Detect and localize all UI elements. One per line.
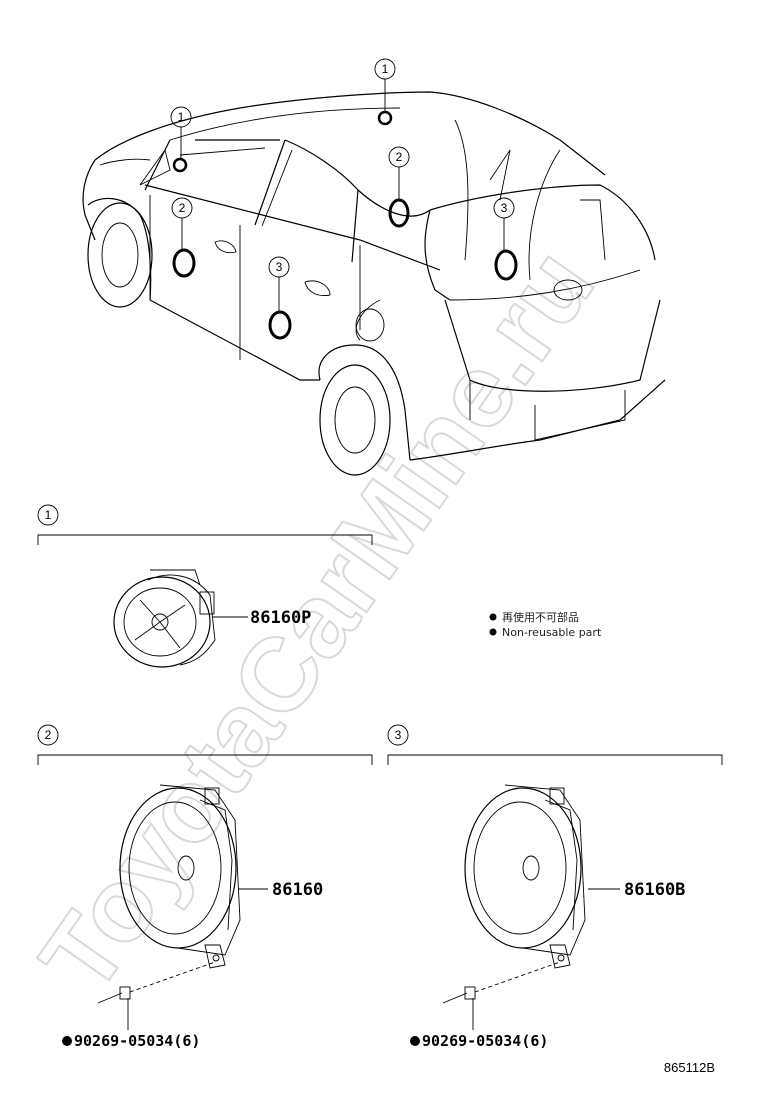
callout-circle bbox=[374, 58, 396, 80]
part-number-rear-speaker: 86160B bbox=[624, 880, 685, 900]
car-callouts: 1 1 2 2 3 3 bbox=[170, 58, 515, 312]
section-bracket bbox=[37, 754, 373, 765]
section-callout-circle bbox=[37, 504, 59, 526]
front-speaker-drawing bbox=[119, 784, 241, 969]
non-reusable-dot-icon bbox=[489, 613, 497, 621]
callout-circle bbox=[268, 256, 290, 278]
legend-english: Non-reusable part bbox=[502, 626, 602, 639]
legend: 再使用不可部品 Non-reusable part bbox=[489, 610, 602, 639]
speaker-location-markers bbox=[172, 110, 518, 340]
section-3-rear-speaker: 3 86160B 90269-05034(6) bbox=[387, 724, 723, 1050]
section-callout-label: 2 bbox=[45, 728, 52, 742]
callout-label: 3 bbox=[501, 201, 508, 215]
callout-circle bbox=[170, 106, 192, 128]
front-speaker-location-marker bbox=[172, 248, 196, 278]
rear-speaker-location-marker bbox=[268, 310, 292, 340]
section-callout-circle bbox=[387, 724, 409, 746]
part-number-rivet-front: 90269-05034(6) bbox=[74, 1032, 200, 1050]
section-bracket bbox=[387, 754, 723, 765]
section-callout-circle bbox=[37, 724, 59, 746]
rivet-drawing-front bbox=[97, 961, 216, 1030]
tweeter-drawing bbox=[113, 569, 216, 668]
section-callout-label: 3 bbox=[395, 728, 402, 742]
car-illustration bbox=[82, 91, 666, 476]
diagram-reference-number: 865112B bbox=[664, 1060, 715, 1075]
callout-label: 2 bbox=[179, 201, 186, 215]
part-number-tweeter: 86160P bbox=[250, 608, 311, 628]
part-number-rivet-rear: 90269-05034(6) bbox=[422, 1032, 548, 1050]
legend-japanese: 再使用不可部品 bbox=[502, 610, 579, 624]
section-bracket bbox=[37, 534, 373, 545]
callout-label: 1 bbox=[178, 110, 185, 124]
callout-label: 1 bbox=[382, 62, 389, 76]
rear-speaker-location-marker-right bbox=[494, 249, 518, 281]
section-1-tweeter: 1 86160P bbox=[37, 504, 373, 668]
callout-circle bbox=[493, 197, 515, 219]
callout-label: 3 bbox=[276, 260, 283, 274]
tweeter-location-marker bbox=[172, 157, 188, 173]
callout-circle bbox=[388, 146, 410, 168]
tweeter-location-marker-right bbox=[377, 110, 393, 126]
callout-circle bbox=[171, 197, 193, 219]
callout-label: 2 bbox=[396, 150, 403, 164]
section-2-front-speaker: 2 86160 90269-05034(6) bbox=[37, 724, 373, 1050]
part-number-front-speaker: 86160 bbox=[272, 880, 323, 900]
rivet-drawing-rear bbox=[442, 961, 561, 1030]
non-reusable-dot-icon bbox=[489, 628, 497, 636]
non-reusable-dot-icon bbox=[62, 1036, 72, 1046]
non-reusable-dot-icon bbox=[410, 1036, 420, 1046]
rear-speaker-drawing bbox=[464, 784, 586, 969]
section-callout-label: 1 bbox=[45, 508, 52, 522]
